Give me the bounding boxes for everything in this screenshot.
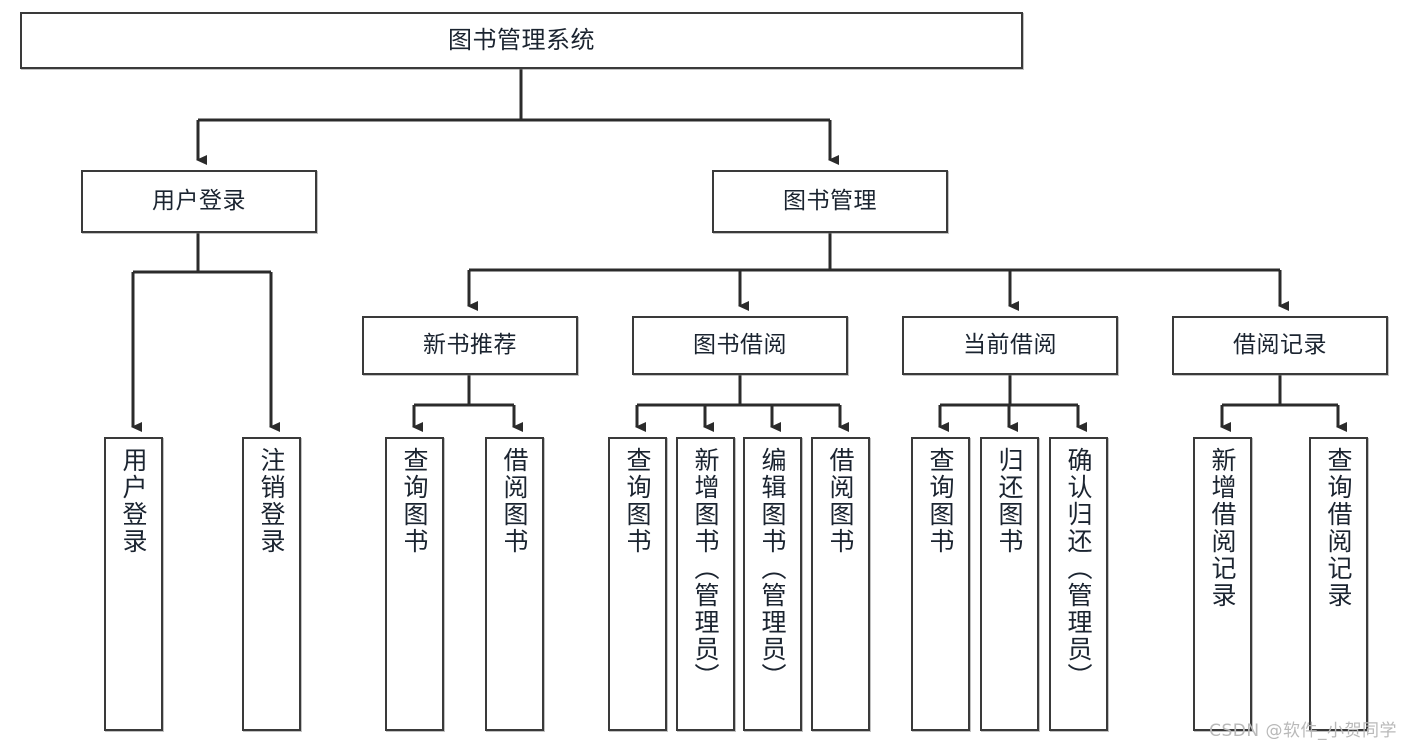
node-book-management[interactable]: 图书管理: [712, 170, 948, 233]
node-label: 注销登录: [257, 447, 286, 555]
node-label: 新增图书（管理员）: [691, 447, 720, 690]
node-borrow-record[interactable]: 借阅记录: [1172, 316, 1388, 375]
node-leaf-query-book-borrow[interactable]: 查询图书: [608, 437, 667, 731]
node-label: 确认归还（管理员）: [1064, 447, 1093, 690]
node-leaf-query-borrow-record[interactable]: 查询借阅记录: [1309, 437, 1368, 731]
node-leaf-query-book-current[interactable]: 查询图书: [911, 437, 970, 731]
node-current-borrow[interactable]: 当前借阅: [902, 316, 1118, 375]
node-book-borrow[interactable]: 图书借阅: [632, 316, 848, 375]
node-label: 编辑图书（管理员）: [758, 447, 787, 690]
node-label: 图书借阅: [693, 331, 787, 358]
node-label: 借阅图书: [826, 447, 855, 555]
node-label: 查询借阅记录: [1324, 447, 1353, 609]
node-label: 用户登录: [119, 447, 148, 555]
node-label: 借阅图书: [500, 447, 529, 555]
node-label: 查询图书: [623, 447, 652, 555]
node-new-book-recommend[interactable]: 新书推荐: [362, 316, 578, 375]
node-leaf-borrow-book-recommend[interactable]: 借阅图书: [485, 437, 544, 731]
node-label: 归还图书: [995, 447, 1024, 555]
node-label: 当前借阅: [963, 331, 1057, 358]
node-leaf-edit-book-admin[interactable]: 编辑图书（管理员）: [743, 437, 802, 731]
node-label: 图书管理: [783, 187, 877, 214]
node-label: 用户登录: [152, 187, 246, 214]
node-leaf-add-borrow-record[interactable]: 新增借阅记录: [1193, 437, 1252, 731]
node-root-book-management-system[interactable]: 图书管理系统: [20, 12, 1023, 69]
node-leaf-add-book-admin[interactable]: 新增图书（管理员）: [676, 437, 735, 731]
node-label: 图书管理系统: [448, 26, 595, 55]
node-leaf-confirm-return-admin[interactable]: 确认归还（管理员）: [1049, 437, 1108, 731]
node-leaf-borrow-book[interactable]: 借阅图书: [811, 437, 870, 731]
node-label: 新增借阅记录: [1208, 447, 1237, 609]
csdn-watermark: CSDN @软件_小贺同学: [1209, 721, 1397, 741]
node-label: 查询图书: [926, 447, 955, 555]
node-leaf-user-login[interactable]: 用户登录: [104, 437, 163, 731]
node-label: 查询图书: [400, 447, 429, 555]
node-leaf-return-book[interactable]: 归还图书: [980, 437, 1039, 731]
node-leaf-user-logout[interactable]: 注销登录: [242, 437, 301, 731]
node-user-login[interactable]: 用户登录: [81, 170, 317, 233]
node-label: 借阅记录: [1233, 331, 1327, 358]
node-label: 新书推荐: [423, 331, 517, 358]
node-leaf-query-book-recommend[interactable]: 查询图书: [385, 437, 444, 731]
